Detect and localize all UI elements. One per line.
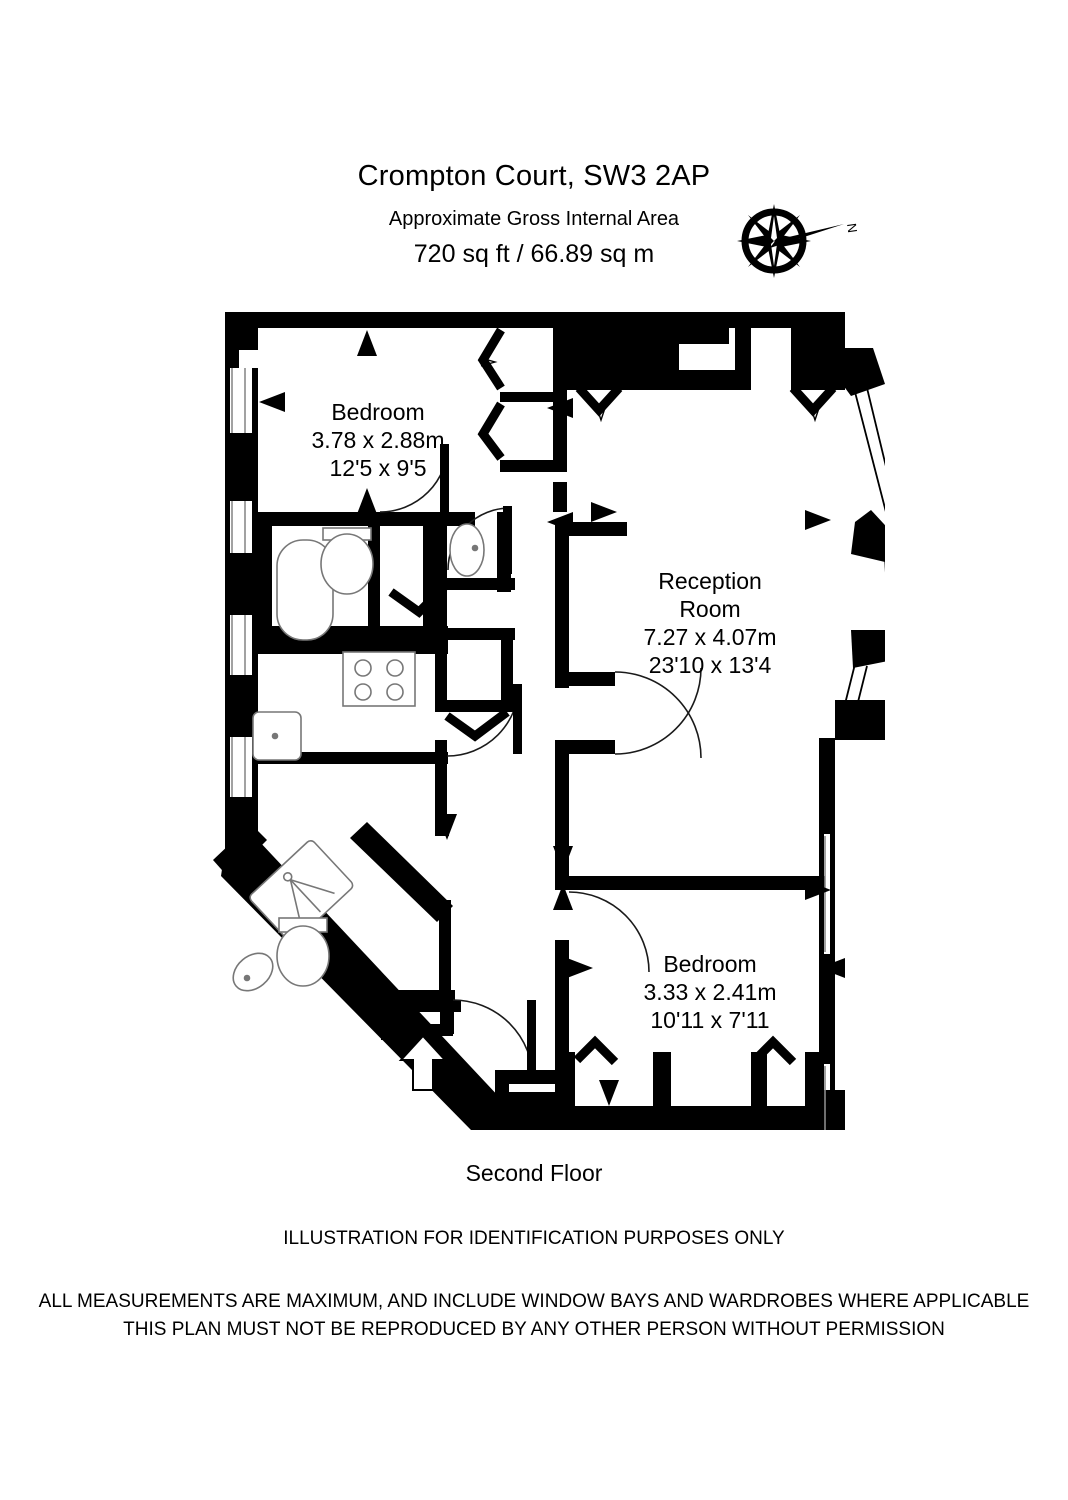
room-label-reception-room: Reception Room 7.27 x 4.07m 23'10 x 13'4 [580,567,840,679]
room-name-reception-line2: Room [679,596,741,623]
washbasin-1 [449,523,485,577]
plan-header: Crompton Court, SW3 2AP Approximate Gros… [0,160,1068,269]
entrance-arrow [398,1034,448,1091]
toilet-wc-1 [320,533,374,595]
bay-window [844,387,885,707]
room-dim-imperial-bedroom-2: 10'11 x 7'11 [650,1007,770,1034]
disclaimer-illustration: ILLUSTRATION FOR IDENTIFICATION PURPOSES… [283,1228,785,1249]
wardrobe-door-hairlines [480,357,820,423]
room-dim-imperial-bedroom-1: 12'5 x 9'5 [329,455,427,482]
floor-name-label: Second Floor [465,1160,603,1186]
room-label-bedroom-1: Bedroom 3.78 x 2.88m 12'5 x 9'5 [238,398,518,482]
room-dim-metric-bedroom-1: 3.78 x 2.88m [311,427,445,454]
room-name-reception-line1: Reception [658,568,762,594]
kitchen-hob-icon [342,651,416,707]
room-dim-imperial-reception: 23'10 x 13'4 [648,652,772,679]
window-glazing [231,368,826,1130]
page-title: Crompton Court, SW3 2AP [357,160,711,192]
room-name-bedroom-2: Bedroom [663,951,757,977]
compass-north-label: N [844,222,858,233]
wardrobe-door-marks [477,327,837,1066]
disclaimer-line-3: THIS PLAN MUST NOT BE REPRODUCED BY ANY … [123,1318,945,1340]
area-caption: Approximate Gross Internal Area [388,208,680,231]
room-dim-metric-reception: 7.27 x 4.07m [643,624,777,651]
disclaimer-line-2: ALL MEASUREMENTS ARE MAXIMUM, AND INCLUD… [38,1291,1030,1312]
room-name-bedroom-1: Bedroom [331,399,425,425]
floorplan-svg [213,312,885,1130]
disclaimer-measurements: ALL MEASUREMENTS ARE MAXIMUM, AND INCLUD… [0,1288,1068,1343]
floorplan-drawing [195,300,885,1130]
area-value: 720 sq ft / 66.89 sq m [413,240,655,269]
room-label-bedroom-2: Bedroom 3.33 x 2.41m 10'11 x 7'11 [560,950,860,1034]
cupboard-door-marks [388,582,510,742]
toilet-wc-2 [276,925,330,987]
door-leaves [440,444,536,1082]
room-dim-metric-bedroom-2: 3.33 x 2.41m [643,979,777,1006]
fixtures [232,523,485,992]
compass-rose-icon: N [726,196,860,286]
washbasin-2 [232,952,274,992]
dimension-arrows [259,330,845,1106]
